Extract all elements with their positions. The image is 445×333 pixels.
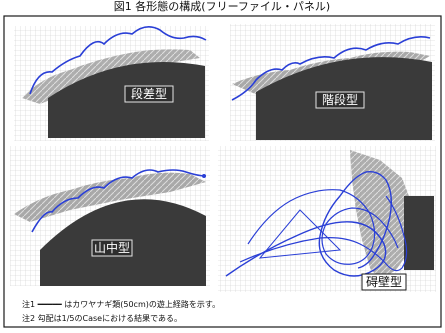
trajectory-line [29, 26, 207, 95]
trajectory-line [239, 195, 408, 272]
panel-4: 碍壁型 [218, 146, 436, 292]
outer-frame [3, 15, 442, 328]
panel-label: 山中型 [94, 240, 130, 255]
panel-label: 段差型 [131, 86, 167, 101]
note-1: 注1 ━━━━━ はカワヤナギ類(50cm)の遊上経路を示す。 [22, 299, 220, 309]
panel-label-box [315, 91, 365, 109]
trajectory-line [247, 189, 399, 265]
panel-2: 階段型 [230, 24, 435, 141]
note-2: 注2 勾配は1/5のCaseにおける結果である。 [22, 313, 182, 323]
panel-label: 階段型 [322, 92, 358, 107]
panel-1: 段差型 [14, 26, 209, 141]
trajectory-line [258, 209, 342, 259]
panel-label-box [361, 273, 407, 291]
structure-shape [404, 196, 434, 270]
panel-label-box [91, 239, 133, 257]
trajectory-line [231, 36, 431, 101]
panel-label: 碍壁型 [366, 274, 402, 289]
panel-3: 山中型 [10, 146, 210, 286]
trajectory-line [225, 170, 393, 277]
page-title: 図1 各形態の構成(フリーファイル・パネル) [114, 0, 330, 13]
panel-label-box [124, 85, 174, 103]
trajectory-line [31, 169, 207, 233]
